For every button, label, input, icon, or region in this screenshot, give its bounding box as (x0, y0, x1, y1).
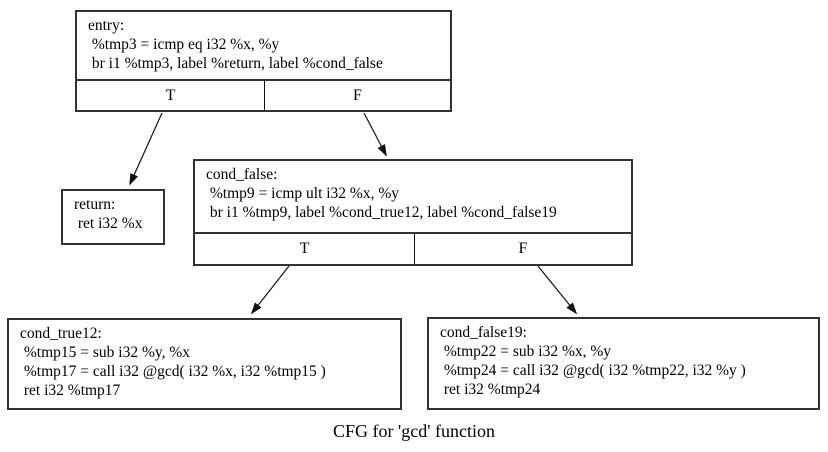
edge-entry-F-to-cond_false (363, 112, 387, 157)
node-entry: entry: %tmp3 = icmp eq i32 %x, %y br i1 … (75, 10, 452, 112)
edge-cond_false-F-to-cond_false19 (537, 265, 578, 315)
ir-line: ret i32 %x (74, 215, 143, 232)
ir-line: ret i32 %tmp24 (440, 381, 541, 398)
node-return: return: ret i32 %x (61, 189, 165, 245)
ir-line: br i1 %tmp3, label %return, label %cond_… (88, 55, 383, 72)
ir-line: ret i32 %tmp17 (20, 382, 121, 399)
ir-line: %tmp22 = sub i32 %x, %y (440, 343, 612, 360)
diagram-caption: CFG for 'gcd' function (333, 421, 495, 441)
block-label-line: return: (74, 196, 116, 213)
node-cond_false-ports: T F (195, 232, 631, 264)
node-cond_false: cond_false: %tmp9 = icmp ult i32 %x, %y … (193, 159, 633, 266)
ir-line: %tmp3 = icmp eq i32 %x, %y (88, 36, 280, 53)
node-return-body: return: ret i32 %x (63, 191, 163, 233)
port-true: T (195, 234, 415, 264)
ir-line: %tmp15 = sub i32 %y, %x (20, 344, 191, 361)
node-entry-body: entry: %tmp3 = icmp eq i32 %x, %y br i1 … (77, 12, 450, 73)
ir-line: %tmp9 = icmp ult i32 %x, %y (206, 185, 400, 202)
node-entry-ports: T F (77, 79, 450, 110)
node-cond_true12: cond_true12: %tmp15 = sub i32 %y, %x %tm… (7, 318, 402, 410)
node-cond_false19: cond_false19: %tmp22 = sub i32 %x, %y %t… (427, 317, 820, 410)
block-label-line: cond_true12: (20, 325, 102, 342)
node-cond_false-body: cond_false: %tmp9 = icmp ult i32 %x, %y … (195, 161, 631, 222)
port-false: F (518, 240, 528, 257)
ir-line: %tmp17 = call i32 @gcd( i32 %x, i32 %tmp… (20, 363, 326, 380)
block-label-line: entry: (88, 17, 125, 34)
edge-cond_false-T-to-cond_true12 (250, 265, 290, 315)
ir-line: %tmp24 = call i32 @gcd( i32 %tmp22, i32 … (440, 362, 746, 379)
node-cond_true12-body: cond_true12: %tmp15 = sub i32 %y, %x %tm… (9, 320, 400, 400)
ir-line: br i1 %tmp9, label %cond_true12, label %… (206, 204, 557, 221)
port-true: T (77, 81, 265, 110)
block-label-line: cond_false: (206, 166, 278, 183)
node-cond_false19-body: cond_false19: %tmp22 = sub i32 %x, %y %t… (429, 319, 818, 399)
block-label-line: cond_false19: (440, 324, 527, 341)
port-false: F (353, 86, 362, 104)
edge-entry-T-to-return (129, 112, 163, 186)
